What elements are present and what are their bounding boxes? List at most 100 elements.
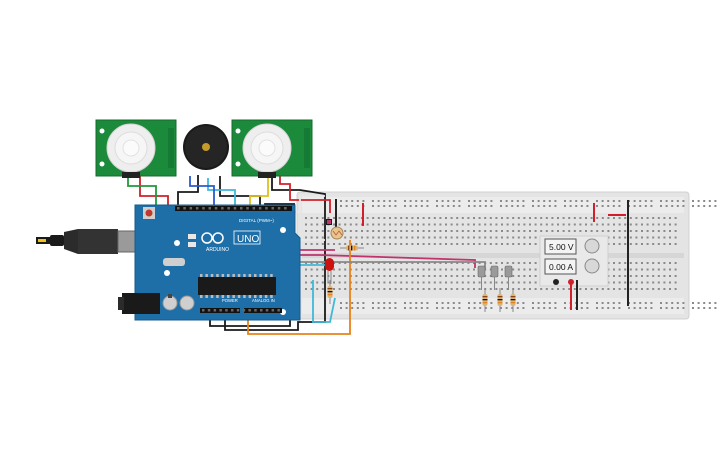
breadboard-hole[interactable] xyxy=(629,243,632,245)
breadboard-hole[interactable] xyxy=(467,275,470,277)
breadboard-hole[interactable] xyxy=(534,230,537,232)
breadboard-hole[interactable] xyxy=(586,302,589,304)
breadboard-hole[interactable] xyxy=(506,217,509,219)
breadboard-hole[interactable] xyxy=(467,243,470,245)
breadboard-hole[interactable] xyxy=(361,275,363,277)
breadboard-hole[interactable] xyxy=(523,262,526,264)
breadboard-hole[interactable] xyxy=(629,288,632,290)
breadboard-hole[interactable] xyxy=(511,200,514,202)
breadboard-hole[interactable] xyxy=(489,281,492,284)
breadboard-hole[interactable] xyxy=(433,268,436,271)
breadboard-hole[interactable] xyxy=(473,262,475,264)
breadboard-hole[interactable] xyxy=(405,268,408,271)
breadboard-hole[interactable] xyxy=(674,268,677,271)
breadboard-hole[interactable] xyxy=(568,223,571,226)
breadboard-hole[interactable] xyxy=(422,281,425,284)
header-pin[interactable] xyxy=(265,207,268,210)
breadboard-hole[interactable] xyxy=(447,200,450,202)
breadboard-hole[interactable] xyxy=(478,236,481,239)
breadboard-hole[interactable] xyxy=(377,288,380,290)
breadboard-hole[interactable] xyxy=(669,230,671,232)
breadboard-hole[interactable] xyxy=(383,217,386,219)
breadboard-hole[interactable] xyxy=(428,281,431,284)
breadboard-hole[interactable] xyxy=(411,262,414,264)
led-red[interactable] xyxy=(325,258,334,284)
breadboard-hole[interactable] xyxy=(417,217,419,219)
breadboard-hole[interactable] xyxy=(409,307,412,309)
breadboard-hole[interactable] xyxy=(383,205,386,207)
header-pin[interactable] xyxy=(183,207,186,210)
breadboard-hole[interactable] xyxy=(545,288,548,290)
breadboard-hole[interactable] xyxy=(411,217,414,219)
breadboard-hole[interactable] xyxy=(532,200,534,202)
breadboard-hole[interactable] xyxy=(534,223,537,226)
breadboard-hole[interactable] xyxy=(484,281,487,284)
breadboard-hole[interactable] xyxy=(529,230,531,232)
breadboard-hole[interactable] xyxy=(639,205,642,207)
breadboard-hole[interactable] xyxy=(415,200,418,202)
breadboard-hole[interactable] xyxy=(404,200,406,202)
breadboard-hole[interactable] xyxy=(523,281,526,284)
breadboard-hole[interactable] xyxy=(490,302,493,304)
breadboard-hole[interactable] xyxy=(534,243,537,245)
breadboard-hole[interactable] xyxy=(394,307,397,309)
breadboard-hole[interactable] xyxy=(628,307,630,309)
breadboard-hole[interactable] xyxy=(618,307,621,309)
breadboard-hole[interactable] xyxy=(512,217,515,219)
breadboard-hole[interactable] xyxy=(665,302,668,304)
breadboard-hole[interactable] xyxy=(478,288,481,290)
breadboard-hole[interactable] xyxy=(564,302,566,304)
breadboard-hole[interactable] xyxy=(517,230,520,232)
breadboard-hole[interactable] xyxy=(669,217,671,219)
breadboard-hole[interactable] xyxy=(529,268,531,271)
breadboard-hole[interactable] xyxy=(305,262,307,264)
breadboard-hole[interactable] xyxy=(445,268,447,271)
breadboard-hole[interactable] xyxy=(411,243,414,245)
header-pin[interactable] xyxy=(260,309,263,312)
breadboard-hole[interactable] xyxy=(389,262,391,264)
breadboard-hole[interactable] xyxy=(568,230,571,232)
breadboard-hole[interactable] xyxy=(629,281,632,284)
breadboard-hole[interactable] xyxy=(428,217,431,219)
breadboard-hole[interactable] xyxy=(394,205,397,207)
breadboard-hole[interactable] xyxy=(529,262,531,264)
breadboard-hole[interactable] xyxy=(305,288,307,290)
breadboard-hole[interactable] xyxy=(543,200,546,202)
breadboard-hole[interactable] xyxy=(596,302,598,304)
breadboard-hole[interactable] xyxy=(479,307,482,309)
breadboard-hole[interactable] xyxy=(327,236,330,239)
negative-terminal[interactable] xyxy=(553,279,559,285)
breadboard-hole[interactable] xyxy=(355,223,358,226)
breadboard-hole[interactable] xyxy=(562,230,565,232)
breadboard-hole[interactable] xyxy=(641,236,643,239)
breadboard-hole[interactable] xyxy=(506,288,509,290)
breadboard-hole[interactable] xyxy=(456,281,459,284)
breadboard-hole[interactable] xyxy=(579,288,582,290)
breadboard-hole[interactable] xyxy=(569,205,572,207)
breadboard-hole[interactable] xyxy=(660,302,662,304)
breadboard-hole[interactable] xyxy=(389,243,391,245)
breadboard-hole[interactable] xyxy=(445,281,447,284)
breadboard-hole[interactable] xyxy=(361,243,363,245)
breadboard-hole[interactable] xyxy=(456,223,459,226)
breadboard-hole[interactable] xyxy=(404,205,406,207)
breadboard-hole[interactable] xyxy=(461,288,464,290)
breadboard-hole[interactable] xyxy=(361,288,363,290)
breadboard-hole[interactable] xyxy=(355,230,358,232)
breadboard-hole[interactable] xyxy=(447,302,450,304)
breadboard-hole[interactable] xyxy=(394,275,397,277)
breadboard-hole[interactable] xyxy=(394,243,397,245)
breadboard-hole[interactable] xyxy=(618,288,621,290)
breadboard-hole[interactable] xyxy=(585,230,587,232)
breadboard-hole[interactable] xyxy=(512,262,515,264)
breadboard-hole[interactable] xyxy=(495,243,498,245)
breadboard-hole[interactable] xyxy=(633,205,636,207)
breadboard-hole[interactable] xyxy=(596,288,599,290)
breadboard-hole[interactable] xyxy=(629,268,632,271)
breadboard-hole[interactable] xyxy=(646,236,649,239)
breadboard-hole[interactable] xyxy=(708,307,711,309)
breadboard-hole[interactable] xyxy=(361,281,363,284)
breadboard-hole[interactable] xyxy=(663,217,666,219)
reset-button-cap[interactable] xyxy=(145,209,153,217)
breadboard-hole[interactable] xyxy=(445,288,447,290)
